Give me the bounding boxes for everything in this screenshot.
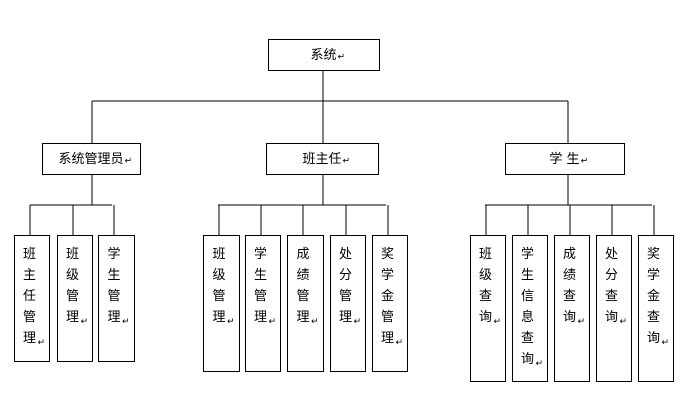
return-mark: ↵ xyxy=(620,317,628,327)
function-box xyxy=(330,235,366,372)
function-box xyxy=(512,235,548,382)
return-mark: ↵ xyxy=(81,317,89,327)
return-mark: ↵ xyxy=(38,338,46,348)
role-box xyxy=(42,143,141,175)
role-label: 系统管理员 xyxy=(58,152,123,167)
function-label: 班级查询 xyxy=(479,247,492,325)
return-mark: ↵ xyxy=(662,338,670,348)
function-box xyxy=(57,235,93,362)
function-label: 成绩管理 xyxy=(296,247,309,325)
role-box xyxy=(266,143,379,175)
function-box xyxy=(372,235,408,372)
return-mark: ↵ xyxy=(311,317,319,327)
function-box xyxy=(554,235,590,382)
function-label: 学生信息查询 xyxy=(521,246,534,367)
return-mark: ↵ xyxy=(343,157,351,167)
function-label: 奖学金查询 xyxy=(647,247,660,346)
function-box xyxy=(638,235,674,382)
return-mark: ↵ xyxy=(122,317,130,327)
function-box xyxy=(470,235,506,382)
root-box xyxy=(268,39,380,71)
return-mark: ↵ xyxy=(338,53,346,63)
function-label: 学生管理 xyxy=(254,246,267,325)
role-label: 班主任 xyxy=(302,152,341,167)
function-label: 处分查询 xyxy=(605,247,618,325)
function-box xyxy=(98,235,135,362)
function-label: 班级管理 xyxy=(66,247,79,325)
function-box xyxy=(203,235,240,372)
return-mark: ↵ xyxy=(578,317,586,327)
role-box xyxy=(505,143,625,175)
return-mark: ↵ xyxy=(581,157,589,167)
function-label: 处分管理 xyxy=(339,247,352,325)
function-label: 班主任管理 xyxy=(23,247,36,346)
return-mark: ↵ xyxy=(494,317,502,327)
role-label: 学 生 xyxy=(549,151,579,167)
root-label: 系统 xyxy=(310,48,336,63)
function-label: 学生管理 xyxy=(107,246,120,325)
function-label: 班级管理 xyxy=(212,247,225,325)
return-mark: ↵ xyxy=(396,338,404,348)
return-mark: ↵ xyxy=(125,157,133,167)
function-box xyxy=(245,235,281,372)
function-label: 奖学金管理 xyxy=(381,247,394,346)
function-box xyxy=(14,235,50,362)
function-label: 成绩查询 xyxy=(563,247,576,325)
function-box xyxy=(596,235,632,382)
function-box xyxy=(287,235,324,372)
return-mark: ↵ xyxy=(354,317,362,327)
return-mark: ↵ xyxy=(536,359,544,369)
return-mark: ↵ xyxy=(269,317,277,327)
return-mark: ↵ xyxy=(227,317,235,327)
